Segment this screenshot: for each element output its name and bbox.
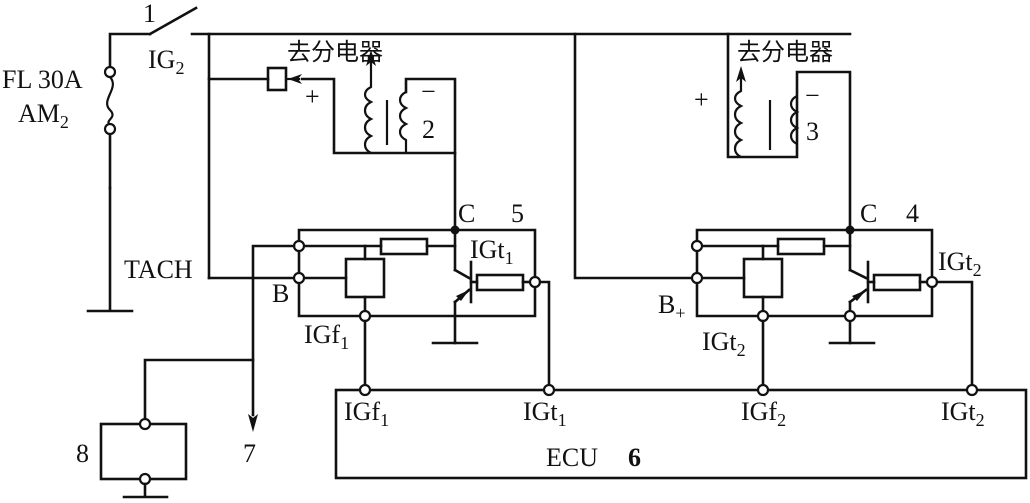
- ignition-coil-3: [726, 32, 852, 232]
- igniter4-igt-label: IGt2: [938, 247, 982, 280]
- igniter5-collector-junction: [450, 225, 460, 235]
- coil2-minus: −: [421, 77, 436, 106]
- coil2-primary-winding: [398, 91, 409, 153]
- igniter4-resistor-1: [776, 237, 826, 256]
- ecu-pin-igf1: [358, 383, 372, 397]
- igniter4-top-rail: [695, 228, 934, 279]
- ecu-pin-label-igt1: IGt1: [523, 397, 567, 430]
- coil2-plus: +: [305, 82, 320, 111]
- igniter5-collector-label: C: [458, 199, 475, 228]
- ecu-pin-igt1: [542, 383, 556, 397]
- coil3-plus-feed: [573, 32, 696, 280]
- igniter4-terminal-top: [690, 239, 704, 253]
- igniter5-resistor-2: [475, 273, 525, 292]
- igniter4-terminal-B: [690, 271, 704, 285]
- coil3-number: 3: [806, 117, 819, 146]
- ecu-number: 6: [628, 443, 641, 472]
- coil3-hv-arrow: [736, 66, 746, 82]
- igniter5-terminal-top: [292, 239, 306, 253]
- component8-terminal-bottom: [138, 472, 152, 486]
- distributor-terminal: [266, 66, 288, 92]
- coil3-secondary-winding: [733, 78, 744, 158]
- tach-output-arrow: [248, 414, 258, 432]
- igniter4-terminal-emitter: [843, 309, 857, 323]
- coil3-dest-label: 去分电器: [737, 38, 833, 66]
- igniter4-terminal-IGf: [756, 309, 770, 323]
- igniter5-top-rail: [297, 228, 537, 284]
- switch-blade: [148, 6, 198, 36]
- coil3-minus: −: [805, 81, 820, 110]
- igniter5-igf-label: IGf1: [304, 320, 349, 353]
- igt1-signal-wire: [538, 280, 551, 387]
- igniter5-number: 5: [511, 199, 524, 228]
- switch-input-wire: [108, 32, 152, 70]
- ecu-pin-igf2: [756, 383, 770, 397]
- igniter5-terminal-IGf: [358, 309, 372, 323]
- igniter5-resistor-1: [379, 237, 429, 256]
- coil3-plus: +: [694, 85, 709, 114]
- component-8: [99, 422, 188, 481]
- component8-feed-wire: [143, 358, 255, 420]
- coil3-primary-winding: [789, 95, 800, 145]
- ecu-box: [334, 388, 1028, 480]
- coil2-hv-arrow: [366, 50, 376, 66]
- ecu-name: ECU: [546, 443, 598, 472]
- igniter-4: [690, 225, 939, 345]
- igt2-signal-wire: [935, 280, 974, 387]
- igniter5-control-block: [344, 257, 386, 299]
- ignition-switch: [108, 6, 198, 190]
- igniter4-igf-label: IGt2: [702, 327, 746, 360]
- ecu-pin-label-igf2: IGf2: [741, 397, 786, 430]
- igniter5-base-label: B: [272, 279, 289, 308]
- igniter5-bottom-rail: [367, 286, 537, 318]
- coil3-primary-wire: [726, 32, 852, 232]
- ecu-pin-label-igf1: IGf1: [344, 397, 389, 430]
- tach-label: TACH: [124, 255, 193, 284]
- ecu-pin-label-igt2: IGt2: [941, 397, 985, 430]
- igniter5-igt-label: IGt1: [470, 235, 514, 268]
- coil2-dest-label: 去分电器: [287, 38, 383, 66]
- igniter5-terminal-B: [292, 271, 306, 285]
- tach-output-wire: [251, 244, 296, 417]
- igniter4-collector-label: C: [860, 199, 877, 228]
- ecu-pin-igt2: [965, 383, 979, 397]
- switch-terminal-label: IG2: [148, 45, 184, 78]
- coil2-secondary-winding: [363, 62, 374, 154]
- component8-number: 8: [76, 439, 89, 468]
- igniter4-control-block: [742, 257, 784, 299]
- igniter4-number: 4: [906, 199, 919, 228]
- igniter-5: [292, 225, 542, 345]
- igniter4-collector-junction: [845, 225, 855, 235]
- igniter4-resistor-2: [872, 273, 922, 292]
- coil2-number: 2: [422, 115, 435, 144]
- igniter5-terminal-IGt: [528, 275, 542, 289]
- tach-output-number: 7: [243, 439, 256, 468]
- switch-number: 1: [143, 0, 156, 28]
- fuse-symbol: [103, 65, 117, 136]
- igniter4-terminal-IGt: [925, 275, 939, 289]
- igniter4-bottom-rail: [854, 285, 934, 318]
- ignition-coil-2: [266, 50, 457, 232]
- component8-terminal-top: [138, 417, 152, 431]
- igniter4-base-label: B+: [658, 290, 686, 323]
- fuse-rating-label: FL 30A: [2, 65, 83, 94]
- fuse-name-label: AM2: [18, 99, 69, 132]
